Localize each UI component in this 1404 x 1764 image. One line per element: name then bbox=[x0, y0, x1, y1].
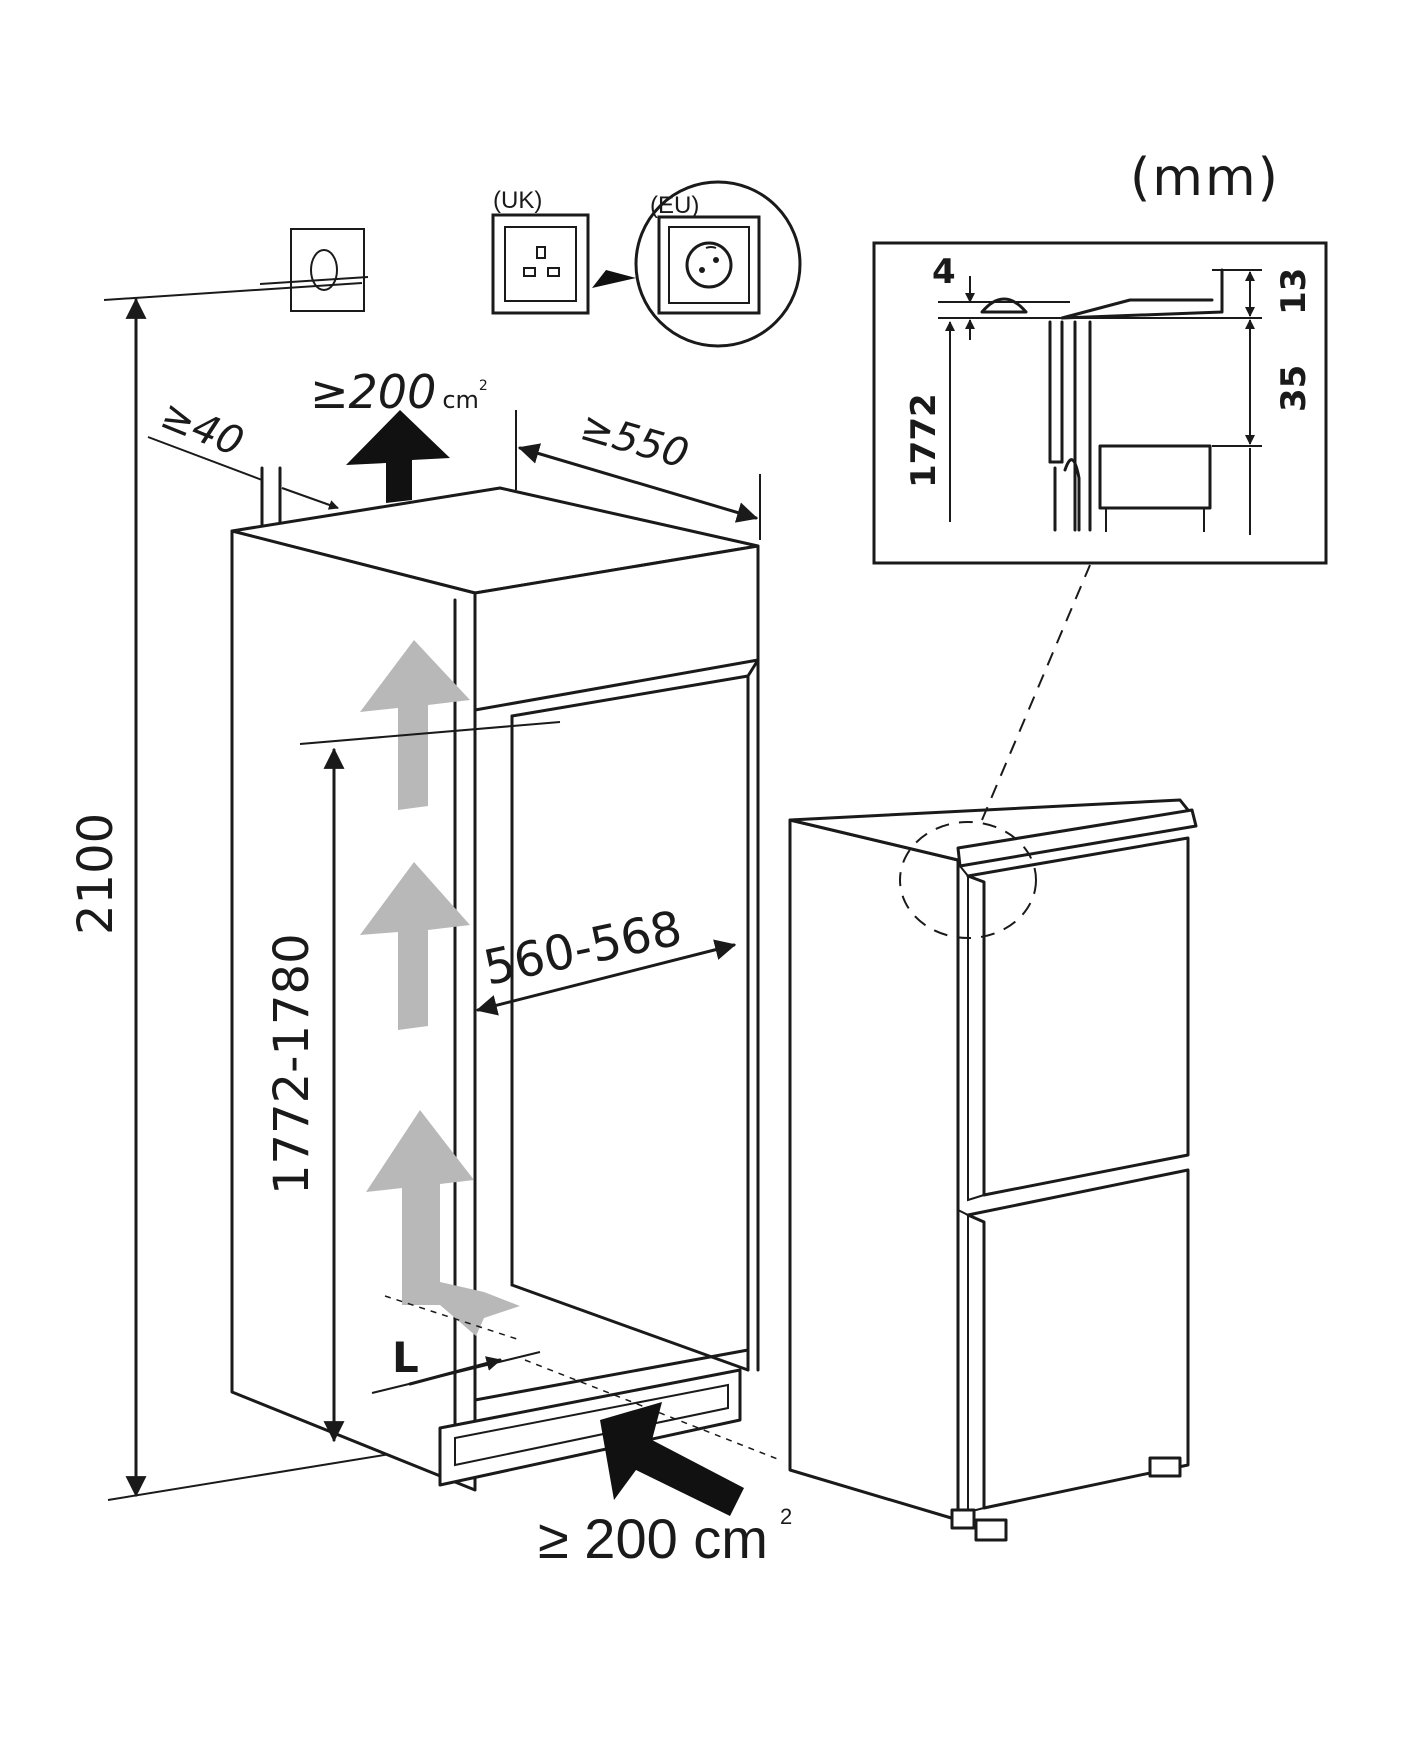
total-height-label: 2100 bbox=[68, 813, 124, 935]
uk-socket-label: (UK) bbox=[493, 187, 542, 214]
total-height-dimension: 2100 bbox=[68, 297, 147, 1498]
fridge-appliance bbox=[788, 564, 1198, 1542]
uk-socket: (UK) bbox=[491, 187, 590, 315]
rear-gap-label: ≥40 bbox=[154, 392, 250, 466]
detail-inset: 4 1772 13 35 bbox=[872, 241, 1328, 565]
eu-socket-label: (EU) bbox=[650, 192, 699, 219]
niche-height-dimension: 1772-1780 bbox=[264, 721, 561, 1443]
unit-label: (mm) bbox=[1130, 148, 1280, 208]
plinth-gap-label: L bbox=[392, 1333, 419, 1382]
airflow-arrows bbox=[360, 640, 520, 1336]
niche-width-dimension: 560-568 bbox=[475, 900, 737, 1016]
wall-junction-box bbox=[259, 228, 369, 312]
depth-label: ≥550 bbox=[575, 403, 693, 478]
eu-socket: (EU) bbox=[592, 180, 802, 348]
detail-appliance-height-label: 1772 bbox=[904, 393, 944, 488]
detail-top-offset-label: 13 bbox=[1274, 268, 1314, 315]
niche-height-label: 1772-1780 bbox=[264, 933, 320, 1195]
top-vent-arrow bbox=[346, 410, 450, 503]
detail-mid-offset-label: 35 bbox=[1274, 365, 1314, 412]
bottom-vent-arrow bbox=[600, 1402, 744, 1516]
detail-top-gap-label: 4 bbox=[932, 252, 956, 292]
